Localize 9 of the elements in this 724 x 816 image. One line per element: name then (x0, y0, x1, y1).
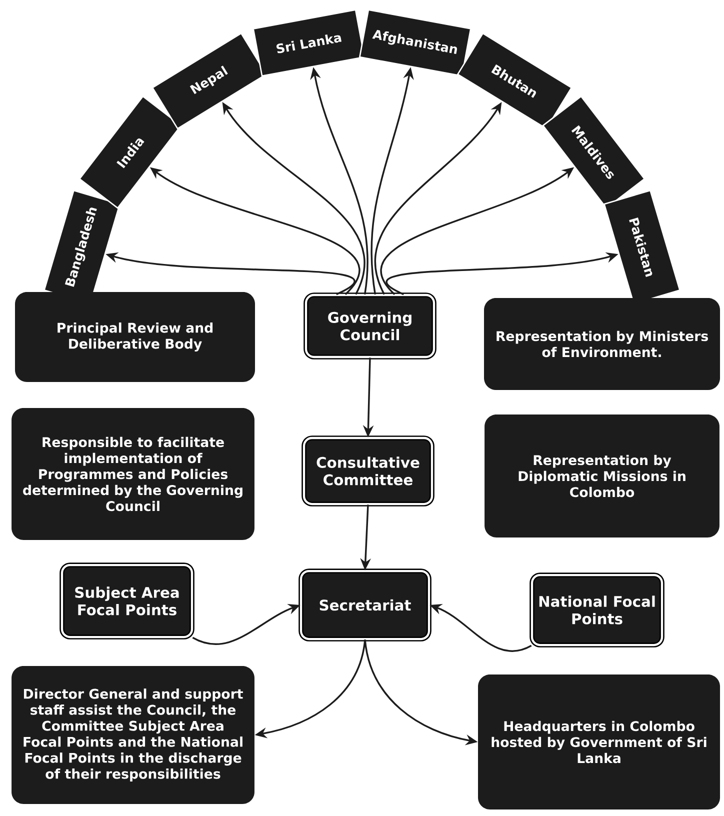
description-box: Representation by Diplomatic Missions in Colombo (484, 414, 720, 538)
description-box: Headquarters in Colombo hosted by Government of Sri Lanka (478, 674, 720, 810)
organization-box: National Focal Points (530, 572, 664, 648)
organization-box: Subject Area Focal Points (60, 562, 194, 640)
organization-box: Consultative Committee (302, 436, 434, 506)
organization-box: Governing Council (304, 292, 436, 360)
description-box: Director General and support staff assist the Council, the Committee Subject Area Focal Points and the National Focal Points in the discharge of their responsibilities (12, 666, 254, 804)
organization-box: Secretariat (298, 568, 432, 642)
description-box: Responsible to facilitate implementation of Programmes and Policies determined by the Governing Council (12, 408, 254, 540)
